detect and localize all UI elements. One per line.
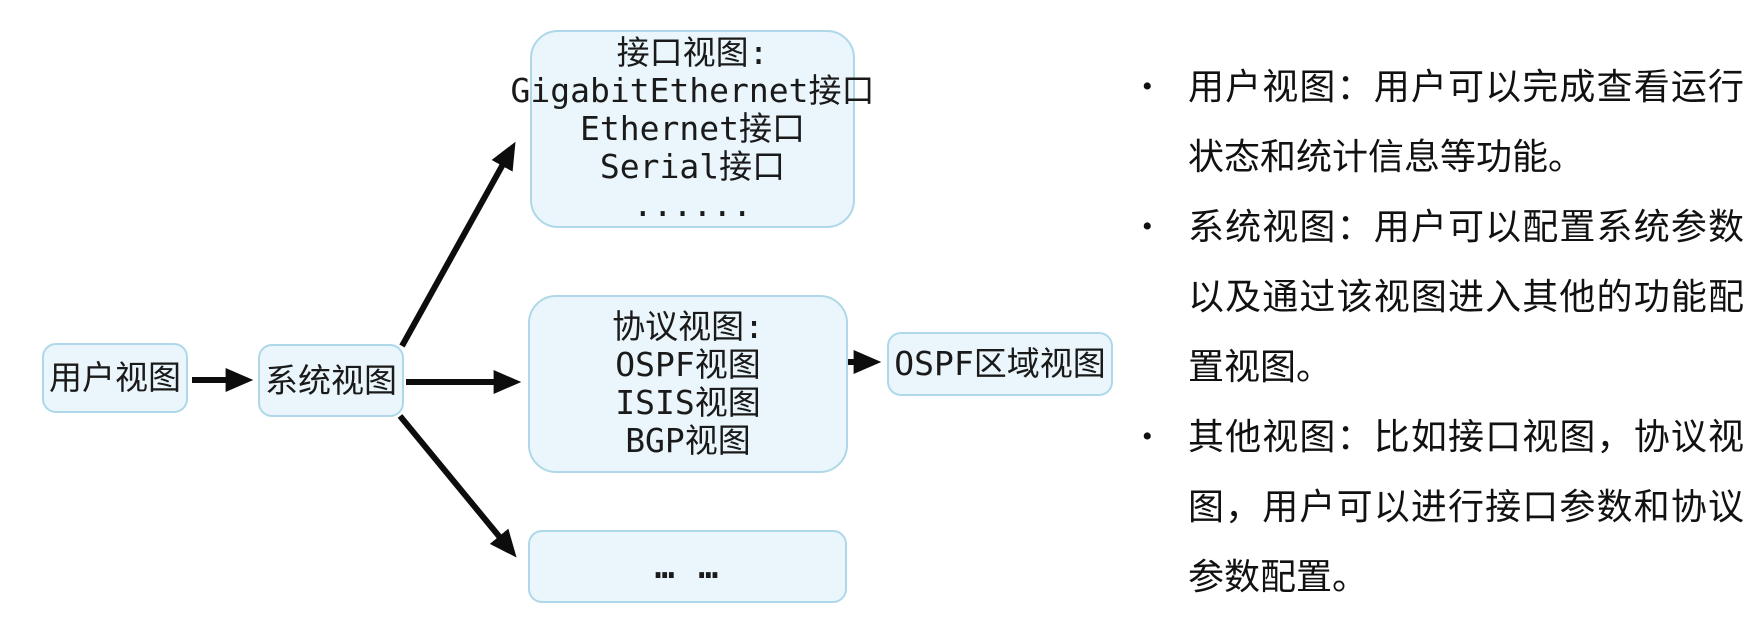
system-view-box: 系统视图 xyxy=(258,344,404,417)
ospf-area-view-label: OSPF区域视图 xyxy=(894,344,1106,383)
protocol-item-bgp: BGP视图 xyxy=(625,421,751,460)
note-system-view: 系统视图：用户可以配置系统参数以及通过该视图进入其他的功能配置视图。 xyxy=(1188,207,1744,387)
interface-item-ellipsis: ...... xyxy=(632,185,753,224)
bullet-icon: • xyxy=(1142,210,1153,243)
arrow-system-to-other xyxy=(397,414,517,558)
interface-view-box: 接口视图: GigabitEthernet接口 Ethernet接口 Seria… xyxy=(511,30,875,228)
other-views-box: … … xyxy=(528,530,847,603)
bullet-icon: • xyxy=(1142,420,1153,453)
list-item: • 系统视图：用户可以配置系统参数以及通过该视图进入其他的功能配置视图。 xyxy=(1136,192,1744,402)
list-item: • 其他视图：比如接口视图，协议视图，用户可以进行接口参数和协议参数配置。 xyxy=(1136,402,1744,612)
bullet-icon: • xyxy=(1142,70,1153,103)
note-other-views: 其他视图：比如接口视图，协议视图，用户可以进行接口参数和协议参数配置。 xyxy=(1188,417,1744,597)
system-view-label: 系统视图 xyxy=(265,360,397,400)
interface-item-gigabitethernet: GigabitEthernet接口 xyxy=(510,71,875,110)
ospf-area-view-box: OSPF区域视图 xyxy=(887,332,1113,396)
protocol-item-ospf: OSPF视图 xyxy=(615,345,761,384)
other-views-ellipsis: … … xyxy=(654,546,721,586)
user-view-label: 用户视图 xyxy=(49,358,181,397)
arrow-system-to-interface xyxy=(399,141,516,348)
notes-list: • 用户视图：用户可以完成查看运行状态和统计信息等功能。 • 系统视图：用户可以… xyxy=(1136,52,1744,612)
interface-item-ethernet: Ethernet接口 xyxy=(580,109,805,148)
user-view-box: 用户视图 xyxy=(42,343,188,413)
list-item: • 用户视图：用户可以完成查看运行状态和统计信息等功能。 xyxy=(1136,52,1744,192)
note-user-view: 用户视图：用户可以完成查看运行状态和统计信息等功能。 xyxy=(1188,67,1744,177)
protocol-view-box: 协议视图: OSPF视图 ISIS视图 BGP视图 xyxy=(528,295,848,473)
protocol-view-title: 协议视图: xyxy=(612,307,764,346)
interface-item-serial: Serial接口 xyxy=(599,147,786,186)
interface-view-title: 接口视图: xyxy=(616,33,769,72)
protocol-item-isis: ISIS视图 xyxy=(615,383,761,422)
